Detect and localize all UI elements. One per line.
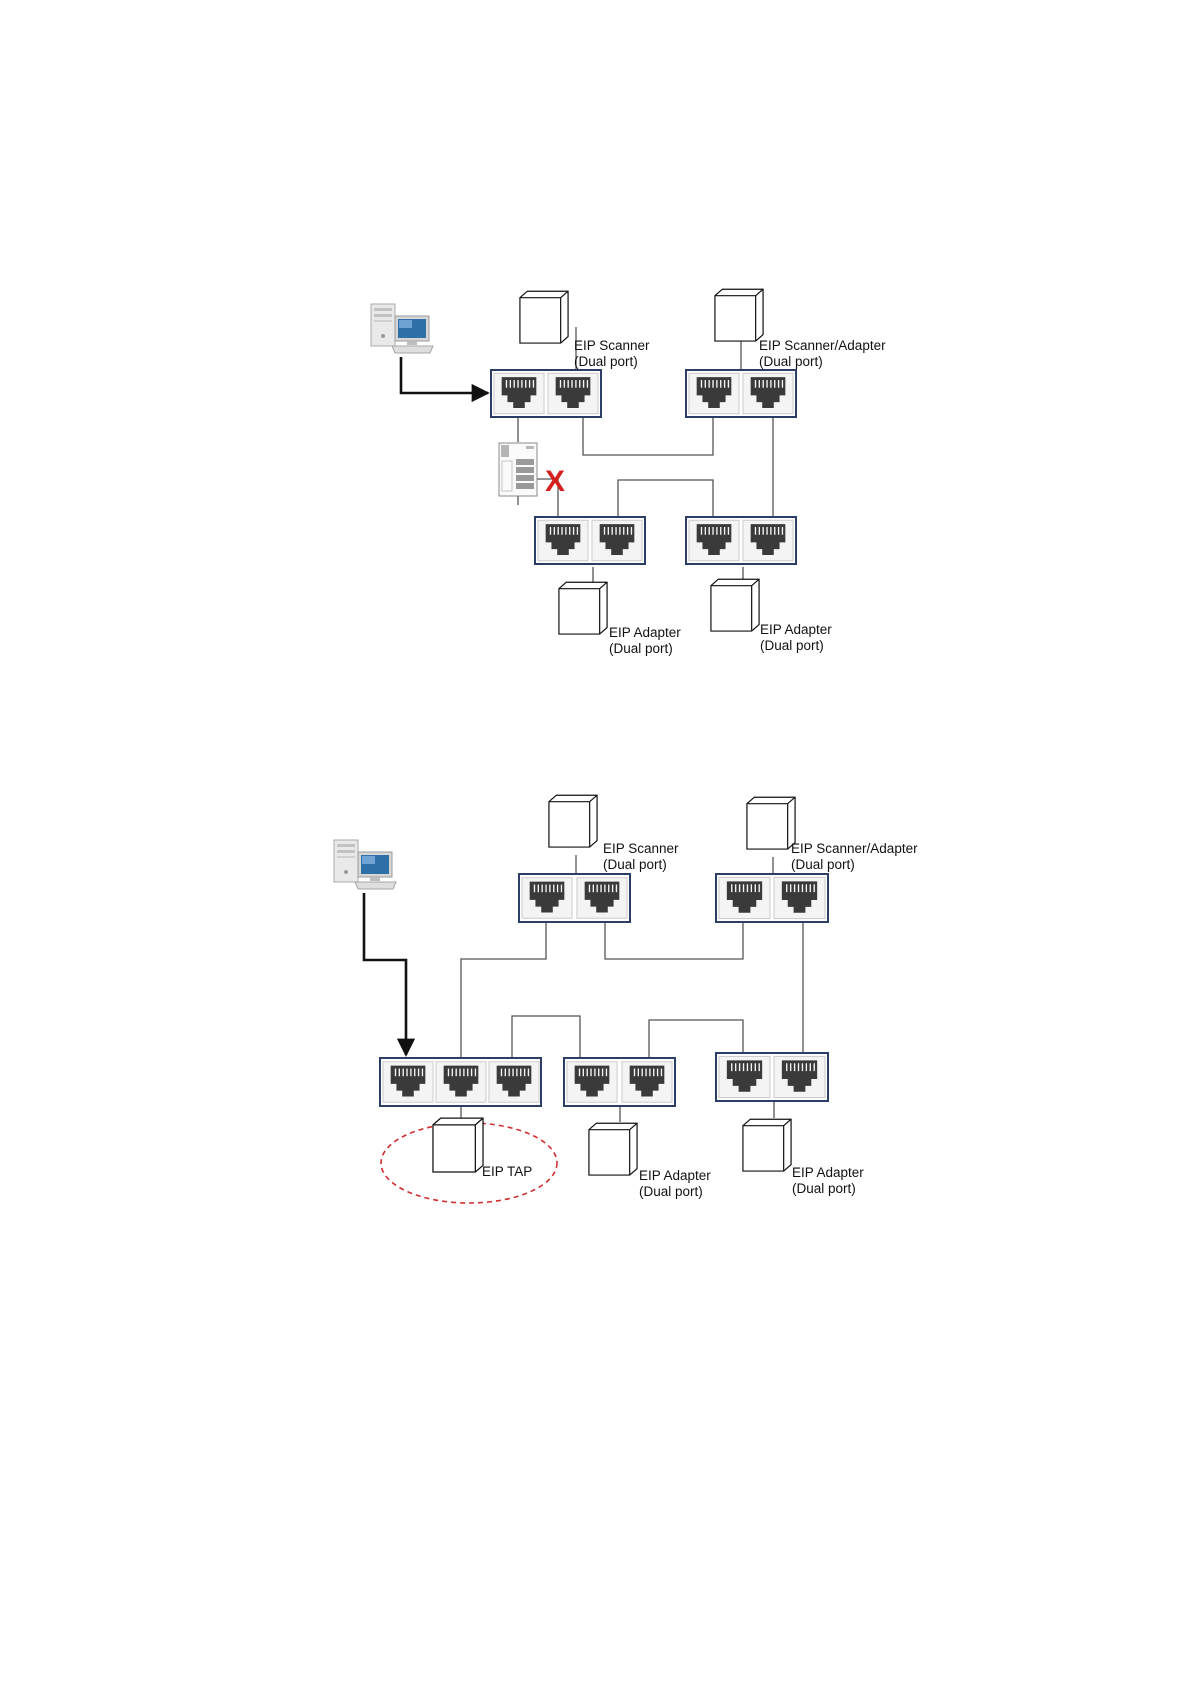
d1-scanner-port-2 xyxy=(548,373,598,413)
d2-tap-port-2 xyxy=(436,1062,486,1102)
d2-pc-connection-arrow xyxy=(364,893,406,1055)
d2-adapter-right-switch xyxy=(716,1053,828,1101)
d1-scanner-adapter-port-1 xyxy=(689,373,739,413)
d1-adapter-right-port-1 xyxy=(689,520,739,560)
d1-scanner-adapter-name: EIP Scanner/Adapter xyxy=(759,338,886,353)
d1-pc-connection-arrow xyxy=(401,357,488,393)
d2-adapter-right-port-2 xyxy=(774,1056,825,1097)
d1-scanner-adapter-device-icon xyxy=(715,289,763,341)
d2-pc-icon xyxy=(334,840,396,889)
d2-scanner-device-icon xyxy=(549,795,597,847)
d2-tap-name: EIP TAP xyxy=(482,1164,532,1179)
d1-adapter-right-port-2 xyxy=(743,520,793,560)
d1-adapter-right-name: EIP Adapter xyxy=(760,622,832,637)
diagram-2-with-tap: EIP Scanner (Dual port) EIP Scanner/Adap… xyxy=(334,795,918,1203)
d1-scanner-adapter-port-2 xyxy=(743,373,793,413)
d2-scanner-switch xyxy=(519,874,630,922)
d1-adapter-left-port-1 xyxy=(538,520,588,560)
d2-scanner-adapter-port-1 xyxy=(719,877,770,918)
d2-scanner-ports: (Dual port) xyxy=(603,857,667,872)
d1-scanner-ports: (Dual port) xyxy=(574,354,638,369)
d2-scanner-adapter-name: EIP Scanner/Adapter xyxy=(791,841,918,856)
d2-adapter-mid-device-icon xyxy=(589,1123,637,1175)
d2-tap-device-icon xyxy=(433,1118,483,1172)
d2-scanner-adapter-switch xyxy=(716,874,828,922)
d2-adapter-mid-port-1 xyxy=(567,1062,617,1102)
d2-scanner-adapter-port-2 xyxy=(774,877,825,918)
d2-cable-tap-to-adapter-mid xyxy=(512,1016,580,1058)
d2-tap-switch xyxy=(380,1058,541,1106)
d2-adapter-right-ports: (Dual port) xyxy=(792,1181,856,1196)
d1-adapter-left-port-2 xyxy=(592,520,642,560)
d1-adapter-right-device-icon xyxy=(711,579,759,631)
d2-adapter-mid-port-2 xyxy=(622,1062,672,1102)
d2-scanner-port-1 xyxy=(522,878,572,918)
d1-scanner-port-1 xyxy=(494,373,544,413)
d1-adapter-left-switch xyxy=(535,517,645,564)
d1-adapter-left-name: EIP Adapter xyxy=(609,625,681,640)
d1-adapter-left-device-icon xyxy=(559,582,607,634)
d2-scanner-adapter-device-icon xyxy=(747,797,795,849)
d2-adapter-right-device-icon xyxy=(743,1119,791,1171)
d2-adapter-right-port-1 xyxy=(719,1056,770,1097)
d1-adapter-right-switch xyxy=(686,517,796,564)
d2-cable-scanner-to-scanner-adapter xyxy=(605,922,743,959)
d2-adapter-mid-name: EIP Adapter xyxy=(639,1168,711,1183)
d1-scanner-name: EIP Scanner xyxy=(574,338,650,353)
d1-scanner-adapter-switch xyxy=(686,370,796,417)
d2-scanner-port-2 xyxy=(577,878,627,918)
d1-scanner-device-icon xyxy=(520,291,568,343)
d1-scanner-adapter-ports: (Dual port) xyxy=(759,354,823,369)
d2-adapter-mid-switch xyxy=(564,1058,675,1106)
d2-adapter-mid-ports: (Dual port) xyxy=(639,1184,703,1199)
d1-adapter-left-ports: (Dual port) xyxy=(609,641,673,656)
d2-cable-tap-to-scanner xyxy=(461,922,546,1058)
d1-adapter-right-ports: (Dual port) xyxy=(760,638,824,653)
d2-adapter-right-name: EIP Adapter xyxy=(792,1165,864,1180)
d1-cable-adapter-left-to-adapter-right xyxy=(618,480,713,517)
diagram-1-ring-fault: X EIP Scanner (Dual port) EIP Scanner/Ad… xyxy=(371,289,886,656)
d1-fault-mark: X xyxy=(545,465,565,498)
d1-switch-icon xyxy=(499,443,537,496)
d1-pc-icon xyxy=(371,304,433,353)
d2-scanner-adapter-ports: (Dual port) xyxy=(791,857,855,872)
d2-tap-port-3 xyxy=(489,1062,539,1102)
d2-scanner-name: EIP Scanner xyxy=(603,841,679,856)
d1-scanner-switch xyxy=(491,370,601,417)
d2-tap-port-1 xyxy=(383,1062,433,1102)
